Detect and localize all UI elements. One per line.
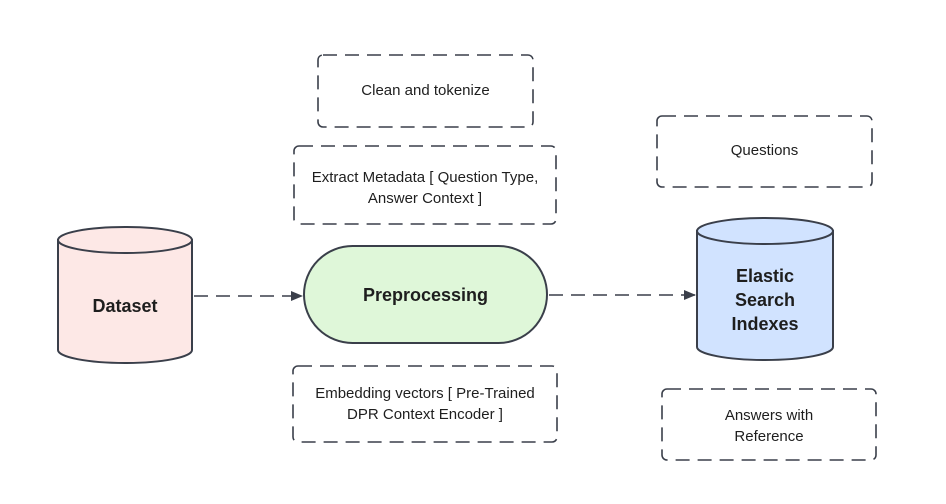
note-embedding-line-1: Embedding vectors [ Pre-Trained xyxy=(315,385,535,402)
note-clean-and-tokenize: Clean and tokenize xyxy=(317,54,534,128)
note-questions: Questions xyxy=(656,115,873,188)
note-embedding-vectors: Embedding vectors [ Pre-Trained DPR Cont… xyxy=(292,365,558,443)
note-clean-label: Clean and tokenize xyxy=(361,82,489,99)
note-answers-with-reference: Answers with Reference xyxy=(661,388,877,461)
note-embedding-line-2: DPR Context Encoder ] xyxy=(347,406,503,423)
preprocessing-label: Preprocessing xyxy=(363,285,488,305)
preprocessing-node: Preprocessing xyxy=(303,245,548,344)
dataset-label: Dataset xyxy=(92,296,157,316)
note-metadata-line-2: Answer Context ] xyxy=(368,190,482,207)
elastic-label-line-3: Indexes xyxy=(731,314,798,334)
note-extract-metadata: Extract Metadata [ Question Type, Answer… xyxy=(293,145,557,225)
note-questions-label: Questions xyxy=(731,142,799,159)
elastic-label-line-1: Elastic xyxy=(736,266,794,286)
note-answers-line-1: Answers with xyxy=(725,407,813,424)
elastic-search-cylinder: Elastic Search Indexes xyxy=(696,217,834,361)
note-answers-line-2: Reference xyxy=(734,428,803,445)
note-metadata-line-1: Extract Metadata [ Question Type, xyxy=(312,169,539,186)
dataset-cylinder: Dataset xyxy=(57,226,193,364)
elastic-label-line-2: Search xyxy=(735,290,795,310)
